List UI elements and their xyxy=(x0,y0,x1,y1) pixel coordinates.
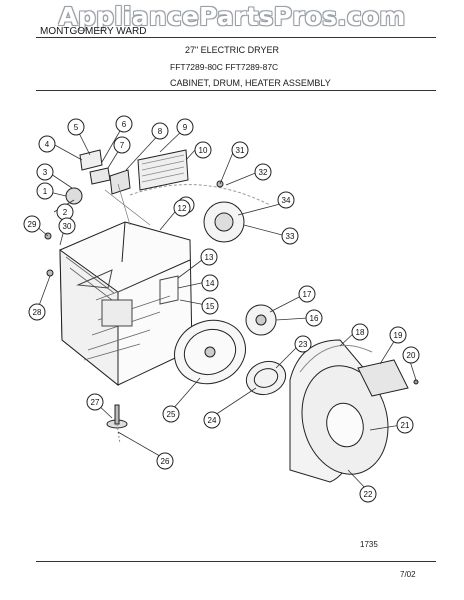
footer-rule xyxy=(36,561,436,562)
bearing-drawing xyxy=(245,304,277,336)
callout-label: 30 xyxy=(63,222,72,231)
revision-date: 7/02 xyxy=(400,570,416,579)
callout-27: 27 xyxy=(86,393,104,411)
callout-label: 26 xyxy=(161,457,170,466)
callout-34: 34 xyxy=(277,191,295,209)
header-divider xyxy=(36,90,436,91)
callout-26: 26 xyxy=(156,452,174,470)
callout-label: 16 xyxy=(310,314,319,323)
callout-label: 9 xyxy=(183,123,188,132)
callout-label: 31 xyxy=(236,146,245,155)
callout-9: 9 xyxy=(176,118,194,136)
callout-label: 4 xyxy=(45,140,50,149)
callout-label: 20 xyxy=(407,351,416,360)
callout-label: 14 xyxy=(206,279,215,288)
callout-label: 3 xyxy=(43,168,48,177)
callout-label: 21 xyxy=(401,421,410,430)
callout-label: 1 xyxy=(43,187,48,196)
drum-seal-drawing xyxy=(245,360,287,396)
callout-label: 27 xyxy=(91,398,100,407)
watermark: AppliancePartsPros.com xyxy=(58,2,406,31)
callout-10: 10 xyxy=(194,141,212,159)
thermostat-drawing xyxy=(203,201,245,243)
callout-20: 20 xyxy=(402,346,420,364)
callout-29: 29 xyxy=(23,215,41,233)
callout-label: 17 xyxy=(303,290,312,299)
callout-label: 10 xyxy=(199,146,208,155)
callout-30: 30 xyxy=(58,217,76,235)
callout-7: 7 xyxy=(113,136,131,154)
callout-label: 28 xyxy=(33,308,42,317)
callout-25: 25 xyxy=(162,405,180,423)
leveling-leg-drawing xyxy=(106,404,128,445)
callout-1: 1 xyxy=(36,182,54,200)
callout-12: 12 xyxy=(173,199,191,217)
callout-33: 33 xyxy=(281,227,299,245)
callout-23: 23 xyxy=(294,335,312,353)
callout-15: 15 xyxy=(201,297,219,315)
callout-label: 6 xyxy=(122,120,127,129)
callout-5: 5 xyxy=(67,118,85,136)
callout-16: 16 xyxy=(305,309,323,327)
callout-21: 21 xyxy=(396,416,414,434)
brand-label: MONTGOMERY WARD xyxy=(40,26,147,37)
callout-label: 2 xyxy=(63,208,68,217)
callout-label: 12 xyxy=(178,204,187,213)
diagram-title: 27" ELECTRIC DRYER xyxy=(184,45,280,55)
callout-label: 18 xyxy=(356,328,365,337)
callout-label: 5 xyxy=(74,123,79,132)
callout-label: 8 xyxy=(158,127,163,136)
callout-18: 18 xyxy=(351,323,369,341)
baffle-drawing xyxy=(357,359,419,397)
callout-label: 32 xyxy=(259,168,268,177)
callout-31: 31 xyxy=(231,141,249,159)
callout-22: 22 xyxy=(359,485,377,503)
callout-13: 13 xyxy=(200,248,218,266)
callout-label: 22 xyxy=(364,490,373,499)
callout-3: 3 xyxy=(36,163,54,181)
callout-label: 33 xyxy=(286,232,295,241)
callout-group: 1234567891011121314151617181920212223242… xyxy=(23,115,420,503)
callout-19: 19 xyxy=(389,326,407,344)
callout-label: 25 xyxy=(167,410,176,419)
callout-6: 6 xyxy=(115,115,133,133)
callout-4: 4 xyxy=(38,135,56,153)
callout-label: 29 xyxy=(28,220,37,229)
drum-drawing xyxy=(289,339,389,483)
figure-number: 1735 xyxy=(360,540,378,549)
callout-label: 24 xyxy=(208,416,217,425)
callout-24: 24 xyxy=(203,411,221,429)
callout-label: 15 xyxy=(206,302,215,311)
section-title: CABINET, DRUM, HEATER ASSEMBLY xyxy=(170,78,331,88)
callout-2: 2 xyxy=(56,203,74,221)
upper-parts-drawing xyxy=(44,149,271,277)
callout-label: 23 xyxy=(299,340,308,349)
header-rule xyxy=(36,37,436,38)
callout-label: 13 xyxy=(205,253,214,262)
callout-28: 28 xyxy=(28,303,46,321)
callout-17: 17 xyxy=(298,285,316,303)
callout-32: 32 xyxy=(254,163,272,181)
model-numbers: FFT7289-80C FFT7289-87C xyxy=(170,62,279,72)
leader-lines xyxy=(35,123,417,492)
cabinet-drawing xyxy=(59,221,193,387)
callout-label: 34 xyxy=(282,196,291,205)
callout-label: 7 xyxy=(120,141,125,150)
callout-label: 19 xyxy=(394,331,403,340)
callout-8: 8 xyxy=(151,122,169,140)
rear-bulkhead-drawing xyxy=(174,319,246,385)
callout-14: 14 xyxy=(201,274,219,292)
